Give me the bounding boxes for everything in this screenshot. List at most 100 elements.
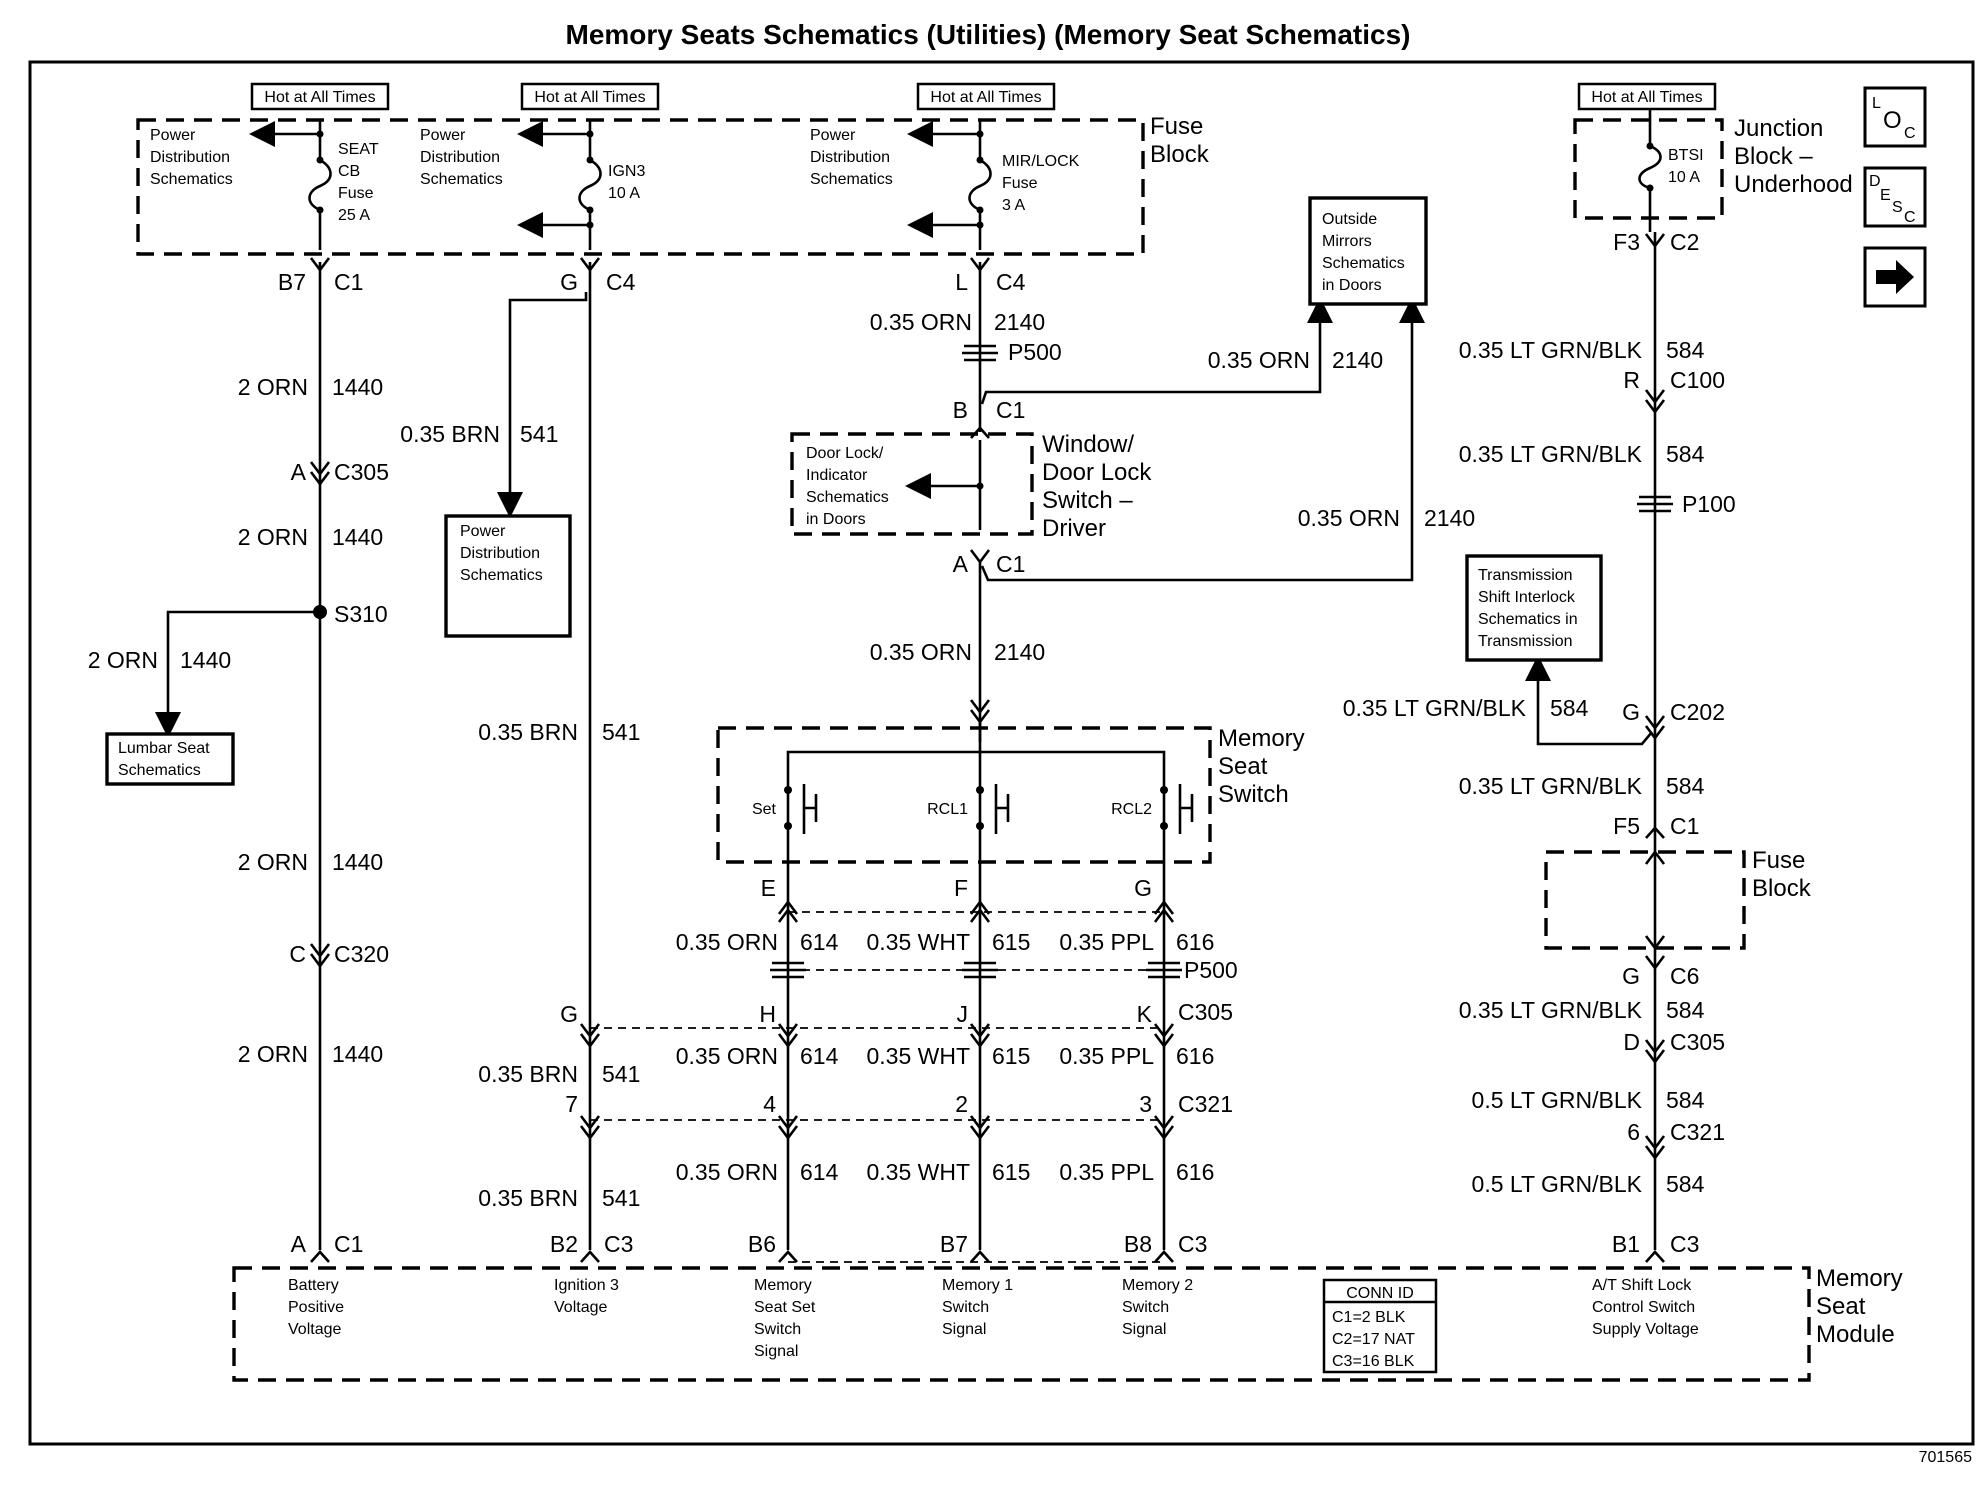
pd-label-3: Power Distribution Schematics (810, 127, 893, 188)
svg-text:L: L (1872, 95, 1881, 112)
window-door-lock-switch-label: Window/ Door Lock Switch – Driver (1042, 431, 1152, 542)
junction-block-label: Junction Block – Underhood (1734, 115, 1853, 198)
svg-text:0.35 WHT: 0.35 WHT (866, 1043, 970, 1069)
svg-text:Power: Power (810, 127, 856, 144)
c305-label: C305 (1178, 999, 1233, 1025)
svg-text:0.5 LT GRN/BLK: 0.5 LT GRN/BLK (1472, 1087, 1643, 1113)
svg-text:584: 584 (1666, 1171, 1705, 1197)
hot-label-ign3: Hot at All Times (520, 82, 660, 111)
outside-mirrors-box[interactable]: Outside Mirrors Schematics in Doors (1308, 196, 1428, 306)
svg-text:Memory 1: Memory 1 (942, 1277, 1013, 1294)
svg-text:SEAT: SEAT (338, 141, 379, 158)
svg-text:584: 584 (1666, 1087, 1705, 1113)
svg-text:Schematics: Schematics (806, 489, 889, 506)
lumbar-seat-box[interactable]: Lumbar Seat Schematics (105, 732, 235, 786)
svg-text:J: J (957, 1001, 969, 1027)
svg-text:A: A (291, 459, 307, 485)
svg-text:0.35 PPL: 0.35 PPL (1059, 929, 1154, 955)
svg-text:B: B (953, 397, 968, 423)
circuit-2140: L C4 0.35 ORN 2140 P500 0.35 ORN 2140 B … (870, 257, 1475, 742)
svg-text:584: 584 (1666, 773, 1705, 799)
svg-text:E: E (761, 875, 776, 901)
svg-text:Door Lock/: Door Lock/ (806, 445, 884, 462)
svg-text:in Doors: in Doors (806, 511, 866, 528)
svg-text:0.35 PPL: 0.35 PPL (1059, 1043, 1154, 1069)
hot-label-seat: Hot at All Times (250, 82, 390, 111)
svg-text:7: 7 (565, 1091, 578, 1117)
svg-text:615: 615 (992, 929, 1030, 955)
svg-text:D: D (1869, 173, 1881, 190)
svg-text:CB: CB (338, 163, 360, 180)
svg-text:C: C (1904, 125, 1916, 142)
svg-text:H: H (759, 1001, 776, 1027)
svg-text:B7: B7 (278, 269, 306, 295)
svg-text:Power: Power (150, 127, 196, 144)
svg-text:Indicator: Indicator (806, 467, 868, 484)
svg-text:C1: C1 (334, 269, 363, 295)
svg-text:Schematics: Schematics (810, 171, 893, 188)
svg-text:Window/: Window/ (1042, 431, 1134, 458)
figure-id: 701565 (1919, 1449, 1972, 1466)
svg-text:541: 541 (602, 1185, 640, 1211)
svg-text:A: A (291, 1231, 307, 1257)
svg-text:2 ORN: 2 ORN (238, 849, 308, 875)
svg-text:Seat Set: Seat Set (754, 1299, 816, 1316)
svg-text:0.35 ORN: 0.35 ORN (870, 309, 972, 335)
svg-text:CONN ID: CONN ID (1346, 1285, 1414, 1302)
svg-text:2 ORN: 2 ORN (238, 374, 308, 400)
circuit-584: F3 C2 0.35 LT GRN/BLK 584 R C100 0.35 LT… (1343, 229, 1736, 1263)
desc-button[interactable]: D E S C (1863, 166, 1927, 228)
svg-text:616: 616 (1176, 1043, 1214, 1069)
svg-text:Block: Block (1752, 875, 1812, 902)
svg-text:2 ORN: 2 ORN (88, 647, 158, 673)
svg-text:0.35 LT GRN/BLK: 0.35 LT GRN/BLK (1459, 773, 1643, 799)
svg-text:Door Lock: Door Lock (1042, 459, 1152, 486)
svg-text:1440: 1440 (180, 647, 231, 673)
svg-text:K: K (1137, 1001, 1153, 1027)
svg-text:0.35 LT GRN/BLK: 0.35 LT GRN/BLK (1343, 695, 1527, 721)
svg-text:Underhood: Underhood (1734, 171, 1853, 198)
fuse-block-2-outline (1544, 850, 1746, 950)
svg-text:F: F (954, 875, 968, 901)
svg-text:2 ORN: 2 ORN (238, 1041, 308, 1067)
svg-text:2140: 2140 (994, 309, 1045, 335)
svg-text:P500: P500 (1008, 339, 1062, 365)
svg-text:Power: Power (420, 127, 466, 144)
svg-text:E: E (1880, 187, 1891, 204)
hot-label-mirlock: Hot at All Times (916, 82, 1056, 111)
svg-text:Distribution: Distribution (810, 149, 890, 166)
svg-text:Fuse: Fuse (1150, 113, 1203, 140)
svg-text:Hot at All Times: Hot at All Times (534, 89, 645, 106)
svg-text:C202: C202 (1670, 699, 1725, 725)
svg-text:Fuse: Fuse (338, 185, 374, 202)
power-distribution-box[interactable]: Power Distribution Schematics (444, 514, 572, 638)
svg-text:Memory: Memory (1816, 1265, 1903, 1292)
transmission-shift-interlock-box[interactable]: Transmission Shift Interlock Schematics … (1465, 554, 1603, 662)
svg-text:Switch: Switch (942, 1299, 989, 1316)
pd-label-1: Power Distribution Schematics (150, 127, 233, 188)
svg-text:Power: Power (460, 523, 506, 540)
svg-text:B1: B1 (1612, 1231, 1640, 1257)
svg-text:1440: 1440 (332, 1041, 383, 1067)
p500-label: P500 (1184, 957, 1238, 983)
fuse-seat-cb: SEAT CB Fuse 25 A (249, 120, 379, 250)
svg-text:R: R (1623, 367, 1640, 393)
loc-button[interactable]: L O C (1863, 86, 1927, 148)
svg-text:584: 584 (1666, 337, 1705, 363)
next-page-button[interactable] (1863, 246, 1927, 308)
svg-text:P100: P100 (1682, 491, 1736, 517)
svg-text:Memory 2: Memory 2 (1122, 1277, 1193, 1294)
svg-text:614: 614 (800, 1043, 839, 1069)
svg-text:25 A: 25 A (338, 207, 370, 224)
svg-text:Schematics: Schematics (1322, 255, 1405, 272)
svg-text:G: G (1622, 963, 1640, 989)
svg-text:C2: C2 (1670, 229, 1699, 255)
svg-text:0.35 LT GRN/BLK: 0.35 LT GRN/BLK (1459, 441, 1643, 467)
svg-text:Schematics: Schematics (118, 762, 201, 779)
svg-text:RCL1: RCL1 (927, 801, 968, 818)
